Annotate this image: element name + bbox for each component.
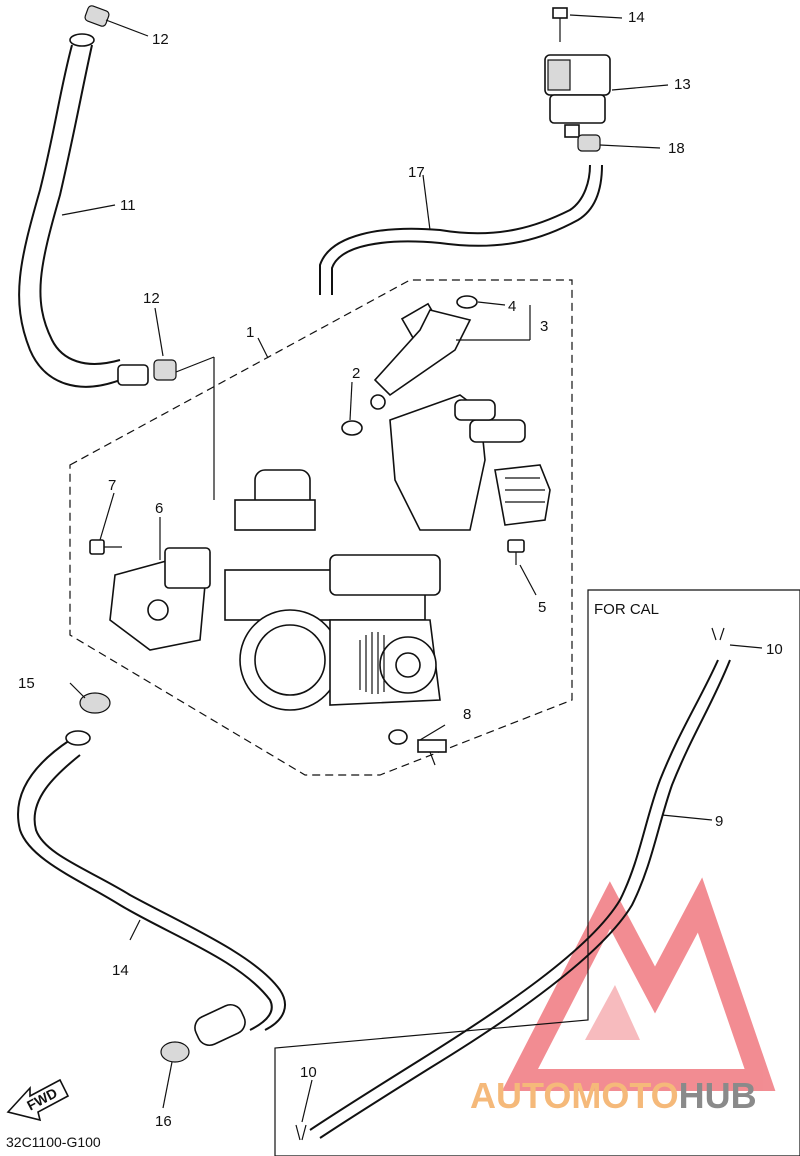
- callout-10-top: 10: [766, 641, 783, 658]
- map-sensor-17: [544, 54, 611, 138]
- watermark-text-a: AUTOMOTO: [470, 1075, 679, 1116]
- callout-12-mid: 12: [143, 290, 160, 307]
- clamp-10-bottom: [295, 1124, 307, 1141]
- clamp-14-bottom: [160, 1041, 190, 1063]
- callout-7: 7: [108, 477, 116, 494]
- for-cal-label: FOR CAL: [594, 601, 659, 618]
- callout-4: 4: [508, 298, 516, 315]
- callout-16: 18: [668, 140, 685, 157]
- callout-13: 14: [112, 962, 129, 979]
- clamp-10-top: [711, 627, 725, 641]
- hose-9: [309, 659, 731, 1139]
- throttle-body: [224, 469, 441, 711]
- for-cal-box: [274, 589, 800, 1156]
- callout-1: 1: [246, 324, 254, 341]
- throttle-spring: [359, 632, 385, 694]
- bolt-18: [552, 7, 568, 42]
- fwd-arrow-icon: FWD: [6, 1078, 70, 1122]
- temp-sensor-8: [388, 729, 447, 766]
- callout-9: 9: [715, 813, 723, 830]
- callout-18: 14: [628, 9, 645, 26]
- callout-3: 3: [540, 318, 548, 335]
- callout-17: 13: [674, 76, 691, 93]
- clamp-16: [577, 134, 601, 152]
- callout-5: 5: [538, 599, 546, 616]
- diagram-code: 32C1100-G100: [6, 1134, 101, 1150]
- o-ring-4: [456, 295, 478, 309]
- clamp-12-mid: [153, 359, 177, 381]
- watermark-logo: [501, 877, 776, 1091]
- screw-7: [89, 539, 122, 555]
- callout-2: 2: [352, 365, 360, 382]
- callout-10-bottom: 10: [300, 1064, 317, 1081]
- hose-15: [319, 164, 603, 295]
- assembly-boundary: [69, 279, 573, 776]
- callout-11: 11: [120, 197, 136, 214]
- screw-5: [507, 539, 525, 565]
- clamp-14-top: [79, 692, 111, 714]
- callout-14-top: 15: [18, 675, 35, 692]
- leader-lines: [61, 14, 763, 1123]
- watermark-text-b: HUB: [679, 1075, 757, 1116]
- tps-sensor-6: [109, 547, 211, 651]
- hose-11: [18, 33, 149, 388]
- clamp-12-top: [84, 5, 110, 27]
- callout-14-bottom: 16: [155, 1113, 172, 1130]
- callout-15: 17: [408, 164, 425, 181]
- injector-3: [370, 302, 472, 410]
- isc-housing: [389, 394, 551, 531]
- callout-12-top: 12: [152, 31, 169, 48]
- cap-2: [341, 420, 363, 436]
- callout-8: 8: [463, 706, 471, 723]
- hose-13: [17, 730, 286, 1047]
- watermark-text: AUTOMOTOHUB: [470, 1075, 757, 1116]
- callout-6: 6: [155, 500, 163, 517]
